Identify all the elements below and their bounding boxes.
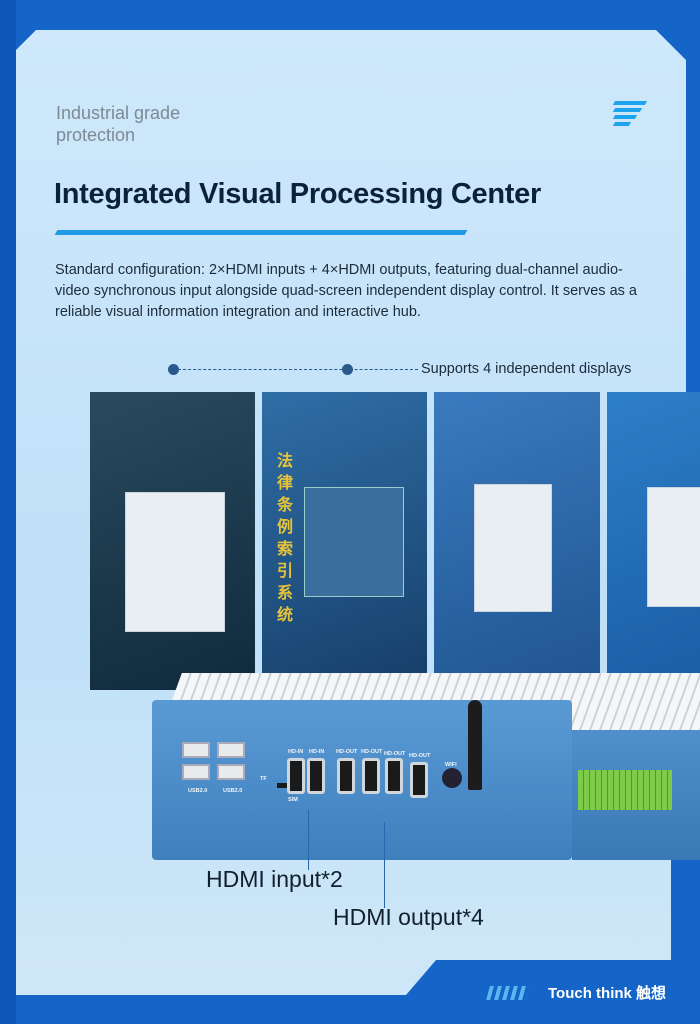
dotted-connector: [178, 369, 418, 370]
brand-logo: Touch think 触想: [548, 985, 667, 1002]
page-title: Integrated Visual Processing Center: [54, 178, 541, 210]
hdmi-out-label: HD-OUT: [384, 751, 406, 757]
display-screen-4: [607, 392, 700, 690]
terminal-blocks: [578, 770, 672, 810]
login-window: [125, 492, 225, 632]
usb-port: [217, 742, 245, 758]
title-underline: [54, 230, 468, 235]
hdmi-out-port: [385, 758, 403, 794]
hdmi-output-label: HDMI output*4: [333, 904, 484, 930]
tf-label: TF: [260, 776, 267, 782]
login-window: [474, 484, 552, 612]
hdmi-in-port: [307, 758, 325, 794]
hdmi-out-label: HD-OUT: [409, 753, 431, 759]
description: Standard configuration: 2×HDMI inputs + …: [55, 262, 637, 320]
display-screen-3: [434, 392, 600, 690]
hdmi-out-port: [362, 758, 380, 794]
wifi-button: [442, 768, 462, 788]
connector-dot: [342, 364, 353, 375]
display-screen-1: [90, 392, 255, 690]
usb-port: [182, 764, 210, 780]
hdmi-out-label: HD-OUT: [361, 749, 383, 755]
hdmi-out-label: HD-OUT: [336, 749, 358, 755]
hdmi-in-label: HD-IN: [288, 749, 304, 755]
login-window: [647, 487, 700, 607]
hdmi-out-port: [410, 762, 428, 798]
usb-port: [182, 742, 210, 758]
usb-label: USB2.0: [223, 788, 243, 794]
menu-lines-icon: [612, 101, 648, 127]
usb-port: [217, 764, 245, 780]
usb-label: USB2.0: [188, 788, 208, 794]
display-screen-2: 法律条例索引系统: [262, 392, 427, 690]
hdmi-in-label: HD-IN: [309, 749, 325, 755]
input-callout-line: [308, 810, 309, 870]
section-subtitle: Industrial grade protection: [56, 103, 181, 145]
decor-stripes: [486, 986, 530, 1000]
antenna: [468, 700, 482, 790]
left-border: [0, 0, 16, 1024]
sim-label: SIM: [288, 797, 298, 803]
connector-dot: [168, 364, 179, 375]
hdmi-in-port: [287, 758, 305, 794]
login-window: [304, 487, 404, 597]
hdmi-out-port: [337, 758, 355, 794]
wifi-label: WIFI: [445, 762, 457, 768]
screen-vertical-title: 法律条例索引系统: [274, 452, 291, 628]
displays-caption: Supports 4 independent displays: [421, 361, 632, 377]
hdmi-input-label: HDMI input*2: [206, 866, 343, 892]
output-callout-line: [384, 822, 385, 908]
